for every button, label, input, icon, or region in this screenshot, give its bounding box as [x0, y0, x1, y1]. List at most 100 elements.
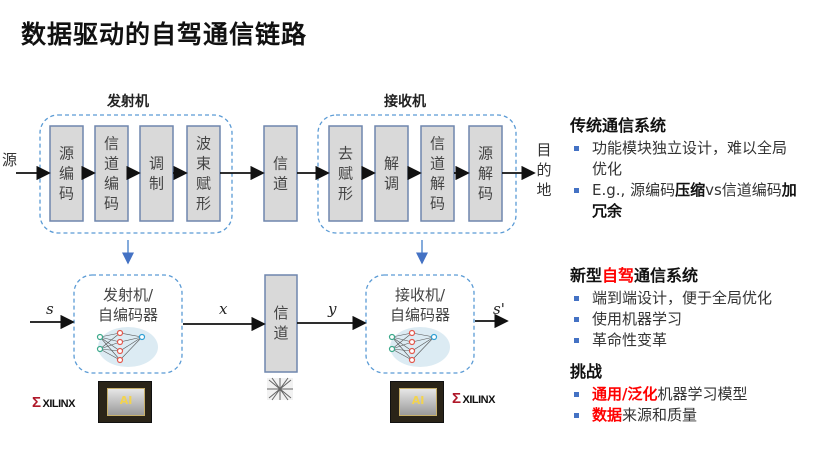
- text-run: 数据: [592, 406, 623, 424]
- bullet-square-icon: [574, 146, 579, 151]
- rx-autoencoder-box: [365, 274, 475, 374]
- destination-char: 的: [536, 161, 551, 179]
- rx-block-char: 道: [430, 155, 445, 173]
- receiver-group: [317, 114, 517, 234]
- ae-channel-char-1: 信: [273, 304, 288, 322]
- tx-block-char: 编: [59, 165, 74, 183]
- rx-autoencoder-line1: 接收机/: [395, 286, 446, 304]
- nn-node: [408, 347, 416, 355]
- destination-char: 目: [536, 141, 551, 159]
- brain-shape: [390, 327, 450, 367]
- ae-channel-block: [264, 274, 298, 373]
- tx-block-char: 道: [104, 155, 119, 173]
- text-run: 通用/泛化: [592, 385, 658, 403]
- destination-label: 目的地: [536, 141, 551, 199]
- challenges-heading: 挑战: [570, 362, 603, 381]
- rx-block-char: 解: [384, 155, 399, 173]
- symbol-x: x: [219, 300, 228, 318]
- destination-char: 地: [536, 181, 551, 199]
- ai-chip-image: AI: [390, 381, 444, 423]
- tx-block-char: 形: [196, 195, 211, 213]
- tx-block-char: 波: [196, 135, 211, 153]
- tx-block-char: 信: [104, 135, 119, 153]
- rx-block-char: 码: [478, 185, 493, 203]
- rx-block-char: 解: [478, 165, 493, 183]
- bullet-item: 数据来源和质量: [570, 405, 810, 426]
- channel-pattern-icon: [267, 377, 293, 401]
- tx-block-char: 码: [59, 185, 74, 203]
- receiver-label: 接收机: [384, 93, 426, 110]
- text-run: 新型: [570, 266, 603, 285]
- nn-node: [408, 356, 416, 364]
- text-run: 自驾: [602, 266, 635, 285]
- rx-block-char: 源: [478, 145, 493, 163]
- nn-node: [116, 347, 124, 355]
- rx-block-char: 形: [338, 185, 353, 203]
- bullet-square-icon: [574, 392, 579, 397]
- nn-node: [408, 329, 416, 337]
- rx-block-char: 信: [430, 135, 445, 153]
- ai-chip-image: AI: [98, 381, 152, 423]
- rx-block-char: 解: [430, 175, 445, 193]
- tx-block-char: 编: [104, 175, 119, 193]
- text-run: 使用机器学习: [592, 310, 683, 328]
- source-label: 源: [2, 151, 17, 169]
- tx-block: [186, 125, 221, 222]
- tx-block-char: 源: [59, 145, 74, 163]
- nn-node: [138, 333, 146, 341]
- rx-block: [374, 125, 409, 222]
- nn-node: [116, 338, 124, 346]
- brain-shape: [98, 327, 158, 367]
- nn-node: [388, 333, 396, 341]
- neural-network-icon: [388, 327, 450, 367]
- bullet-item: 通用/泛化机器学习模型: [570, 384, 810, 405]
- tx-autoencoder-line2: 自编码器: [98, 306, 158, 324]
- channel-block-char: 道: [273, 175, 288, 193]
- text-run: 来源和质量: [622, 406, 698, 424]
- tx-block-char: 码: [104, 195, 119, 213]
- text-run: E.g., 源编码: [592, 181, 676, 199]
- new-system-heading: 新型自驾通信系统: [570, 262, 810, 286]
- bullet-square-icon: [574, 413, 579, 418]
- bullet-item: 端到端设计，便于全局优化: [570, 288, 810, 309]
- transmitter-label: 发射机: [106, 93, 149, 110]
- channel-block: [263, 125, 298, 222]
- nn-node: [96, 345, 104, 353]
- bullet-item: 使用机器学习: [570, 309, 810, 330]
- nn-node: [116, 356, 124, 364]
- text-run: 革命性变革: [592, 331, 668, 349]
- neural-network-icon: [96, 327, 158, 367]
- bullet-square-icon: [574, 317, 579, 322]
- symbol-y: y: [327, 300, 337, 318]
- rx-block-char: 调: [384, 175, 399, 193]
- tx-autoencoder-box: [73, 274, 183, 374]
- bullet-square-icon: [574, 338, 579, 343]
- symbol-s-prime: s': [493, 300, 505, 318]
- new-system-panel: 新型自驾通信系统 端到端设计，便于全局优化使用机器学习革命性变革: [570, 262, 810, 351]
- bullet-item: 革命性变革: [570, 330, 810, 351]
- rx-block-char: 赋: [338, 165, 353, 183]
- ae-channel-char-2: 道: [273, 324, 288, 342]
- text-run: 机器学习模型: [657, 385, 748, 403]
- rx-block-char: 去: [338, 145, 353, 163]
- tx-block-char: 束: [196, 155, 211, 173]
- bullet-item: E.g., 源编码压缩vs信道编码加冗余: [570, 180, 800, 222]
- text-run: 端到端设计，便于全局优化: [592, 289, 773, 307]
- text-run: 加冗余: [592, 181, 797, 220]
- text-run: vs信道编码: [705, 181, 782, 199]
- tx-block-char: 调: [149, 155, 164, 173]
- rx-block-char: 码: [430, 195, 445, 213]
- page-title: 数据驱动的自驾通信链路: [21, 20, 308, 49]
- text-run: 压缩: [675, 181, 706, 199]
- text-run: 功能模块独立设计，难以全局优化: [592, 139, 788, 178]
- bullet-square-icon: [574, 188, 579, 193]
- nn-node: [430, 333, 438, 341]
- nn-node: [116, 329, 124, 337]
- nn-node: [408, 338, 416, 346]
- symbol-s: s: [46, 300, 54, 318]
- tx-autoencoder-line1: 发射机/: [103, 286, 154, 304]
- nn-node: [96, 333, 104, 341]
